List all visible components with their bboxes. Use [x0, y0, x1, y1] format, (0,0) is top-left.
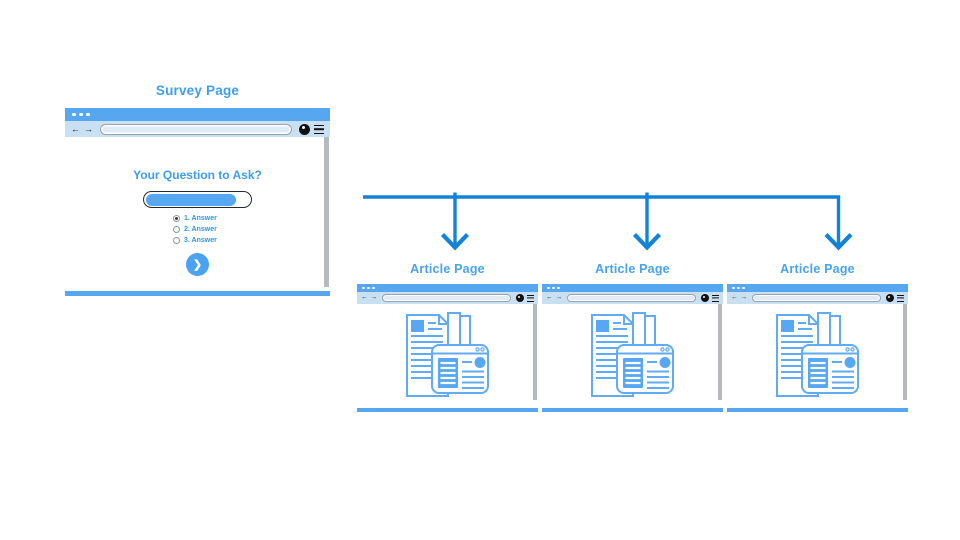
window-dot — [72, 112, 76, 117]
scrollbar[interactable] — [718, 304, 722, 400]
window-dot — [732, 286, 735, 290]
window-footer-bar — [357, 408, 538, 412]
forward-icon[interactable]: → — [740, 293, 748, 301]
window-titlebar — [727, 284, 908, 292]
arrowhead-icon — [632, 233, 662, 251]
article-browser-window: ← → — [357, 284, 538, 412]
browser-navbar: ← → — [727, 292, 908, 304]
answer-option-2[interactable]: 2. Answer — [173, 224, 330, 235]
window-titlebar — [542, 284, 723, 292]
answer-label: 2. Answer — [184, 226, 217, 233]
answer-label: 1. Answer — [184, 215, 217, 222]
branch-line — [363, 195, 841, 245]
document-illustration — [590, 312, 674, 397]
radio-icon[interactable] — [173, 226, 180, 233]
arrowhead-icon — [824, 233, 853, 251]
document-illustration — [405, 312, 489, 397]
window-dot — [547, 286, 550, 290]
menu-icon[interactable] — [527, 294, 534, 302]
window-footer-bar — [542, 408, 723, 412]
window-footer-bar — [65, 291, 330, 296]
window-dot — [557, 286, 560, 290]
article-browser-window: ← → — [542, 284, 723, 412]
forward-icon[interactable]: → — [84, 123, 93, 134]
menu-icon[interactable] — [897, 294, 904, 302]
next-button[interactable]: ❯ — [186, 253, 209, 276]
answer-label: 3. Answer — [184, 237, 217, 244]
answer-option-3[interactable]: 3. Answer — [173, 235, 330, 246]
article-browser-window: ← → — [727, 284, 908, 412]
url-bar[interactable] — [752, 294, 881, 302]
menu-icon[interactable] — [712, 294, 719, 302]
answer-list: 1. Answer 2. Answer 3. Answer — [173, 213, 330, 246]
back-icon[interactable]: ← — [71, 123, 80, 134]
window-dot — [742, 286, 745, 290]
browser-navbar: ← → — [542, 292, 723, 304]
window-footer-bar — [727, 408, 908, 412]
window-dot — [372, 286, 375, 290]
forward-icon[interactable]: → — [370, 293, 378, 301]
article-page-title: Article Page — [595, 262, 670, 276]
survey-browser-window: ← → Your Question to Ask? 1. Answer 2. A… — [65, 108, 330, 296]
browser-navbar: ← → — [357, 292, 538, 304]
radio-selected-icon[interactable] — [173, 215, 180, 222]
profile-icon[interactable] — [701, 294, 709, 302]
question-input[interactable] — [143, 191, 252, 208]
survey-question: Your Question to Ask? — [133, 168, 262, 182]
window-dot — [737, 286, 740, 290]
window-dot — [367, 286, 370, 290]
article-page-title: Article Page — [780, 262, 855, 276]
browser-navbar: ← → — [65, 121, 330, 137]
window-dot — [362, 286, 365, 290]
url-bar[interactable] — [382, 294, 511, 302]
back-icon[interactable]: ← — [361, 293, 368, 301]
article-group-3: Article Page ← → — [727, 262, 908, 412]
article-content — [542, 304, 723, 408]
document-illustration — [775, 312, 859, 397]
scrollbar[interactable] — [903, 304, 907, 400]
window-dot — [79, 112, 83, 117]
window-titlebar — [357, 284, 538, 292]
chevron-right-icon: ❯ — [192, 259, 203, 271]
survey-page-title: Survey Page — [155, 83, 240, 98]
url-bar[interactable] — [567, 294, 696, 302]
survey-content: Your Question to Ask? 1. Answer 2. Answe… — [65, 137, 330, 291]
profile-icon[interactable] — [299, 123, 310, 135]
window-titlebar — [65, 108, 330, 121]
article-content — [357, 304, 538, 408]
profile-icon[interactable] — [516, 294, 524, 302]
back-icon[interactable]: ← — [546, 293, 553, 301]
profile-icon[interactable] — [886, 294, 894, 302]
forward-icon[interactable]: → — [555, 293, 563, 301]
scrollbar[interactable] — [324, 137, 329, 287]
window-dot — [552, 286, 555, 290]
back-icon[interactable]: ← — [731, 293, 738, 301]
window-dot — [86, 112, 90, 117]
article-group-2: Article Page ← → — [542, 262, 723, 412]
article-group-1: Article Page ← → — [357, 262, 538, 412]
flow-arrows — [363, 192, 853, 251]
article-content — [727, 304, 908, 408]
radio-icon[interactable] — [173, 237, 180, 244]
question-input-fill — [145, 193, 236, 206]
answer-option-1[interactable]: 1. Answer — [173, 213, 330, 224]
arrowhead-icon — [440, 233, 470, 251]
menu-icon[interactable] — [314, 124, 324, 134]
article-page-title: Article Page — [410, 262, 485, 276]
scrollbar[interactable] — [533, 304, 537, 400]
url-bar[interactable] — [100, 123, 292, 135]
